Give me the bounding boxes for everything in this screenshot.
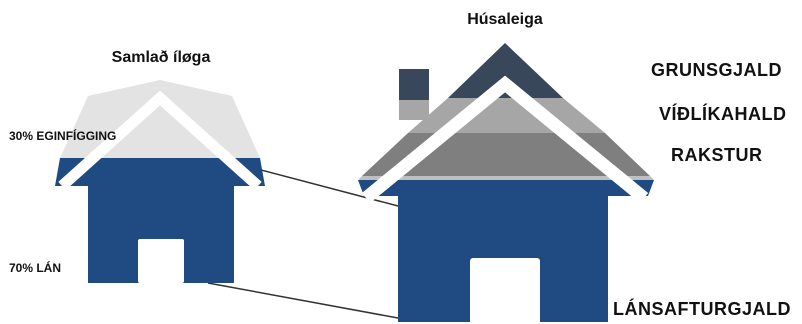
left-door	[138, 239, 184, 283]
equity-label: 30% EGINFÍGGING	[9, 128, 116, 143]
layer-label-vidlikahald: VÍÐLÍKAHALD	[659, 103, 787, 124]
right-door	[470, 258, 540, 324]
layer-label-grunsgjald: GRUNSGJALD	[651, 60, 782, 80]
connector-line-bottom	[207, 282, 399, 319]
right-chimney-lower	[399, 100, 429, 120]
layer-label-rakstur: RAKSTUR	[671, 145, 763, 165]
layer-vidlikahald	[408, 98, 605, 133]
left-house	[55, 80, 265, 283]
left-roof-outline	[58, 90, 262, 191]
right-roof-edge	[358, 176, 654, 180]
left-house-title: Samlað íløga	[112, 49, 211, 66]
loan-label: 70% LÁN	[9, 260, 61, 275]
left-chimney	[88, 96, 112, 122]
right-house-title: Húsaleiga	[467, 11, 543, 28]
right-house	[358, 43, 654, 324]
layer-grunsgjald	[448, 43, 563, 98]
right-roof-outline	[361, 75, 649, 204]
layer-label-lansafturgjald: LÁNSAFTURGJALD	[613, 298, 791, 319]
right-chimney	[399, 69, 429, 100]
